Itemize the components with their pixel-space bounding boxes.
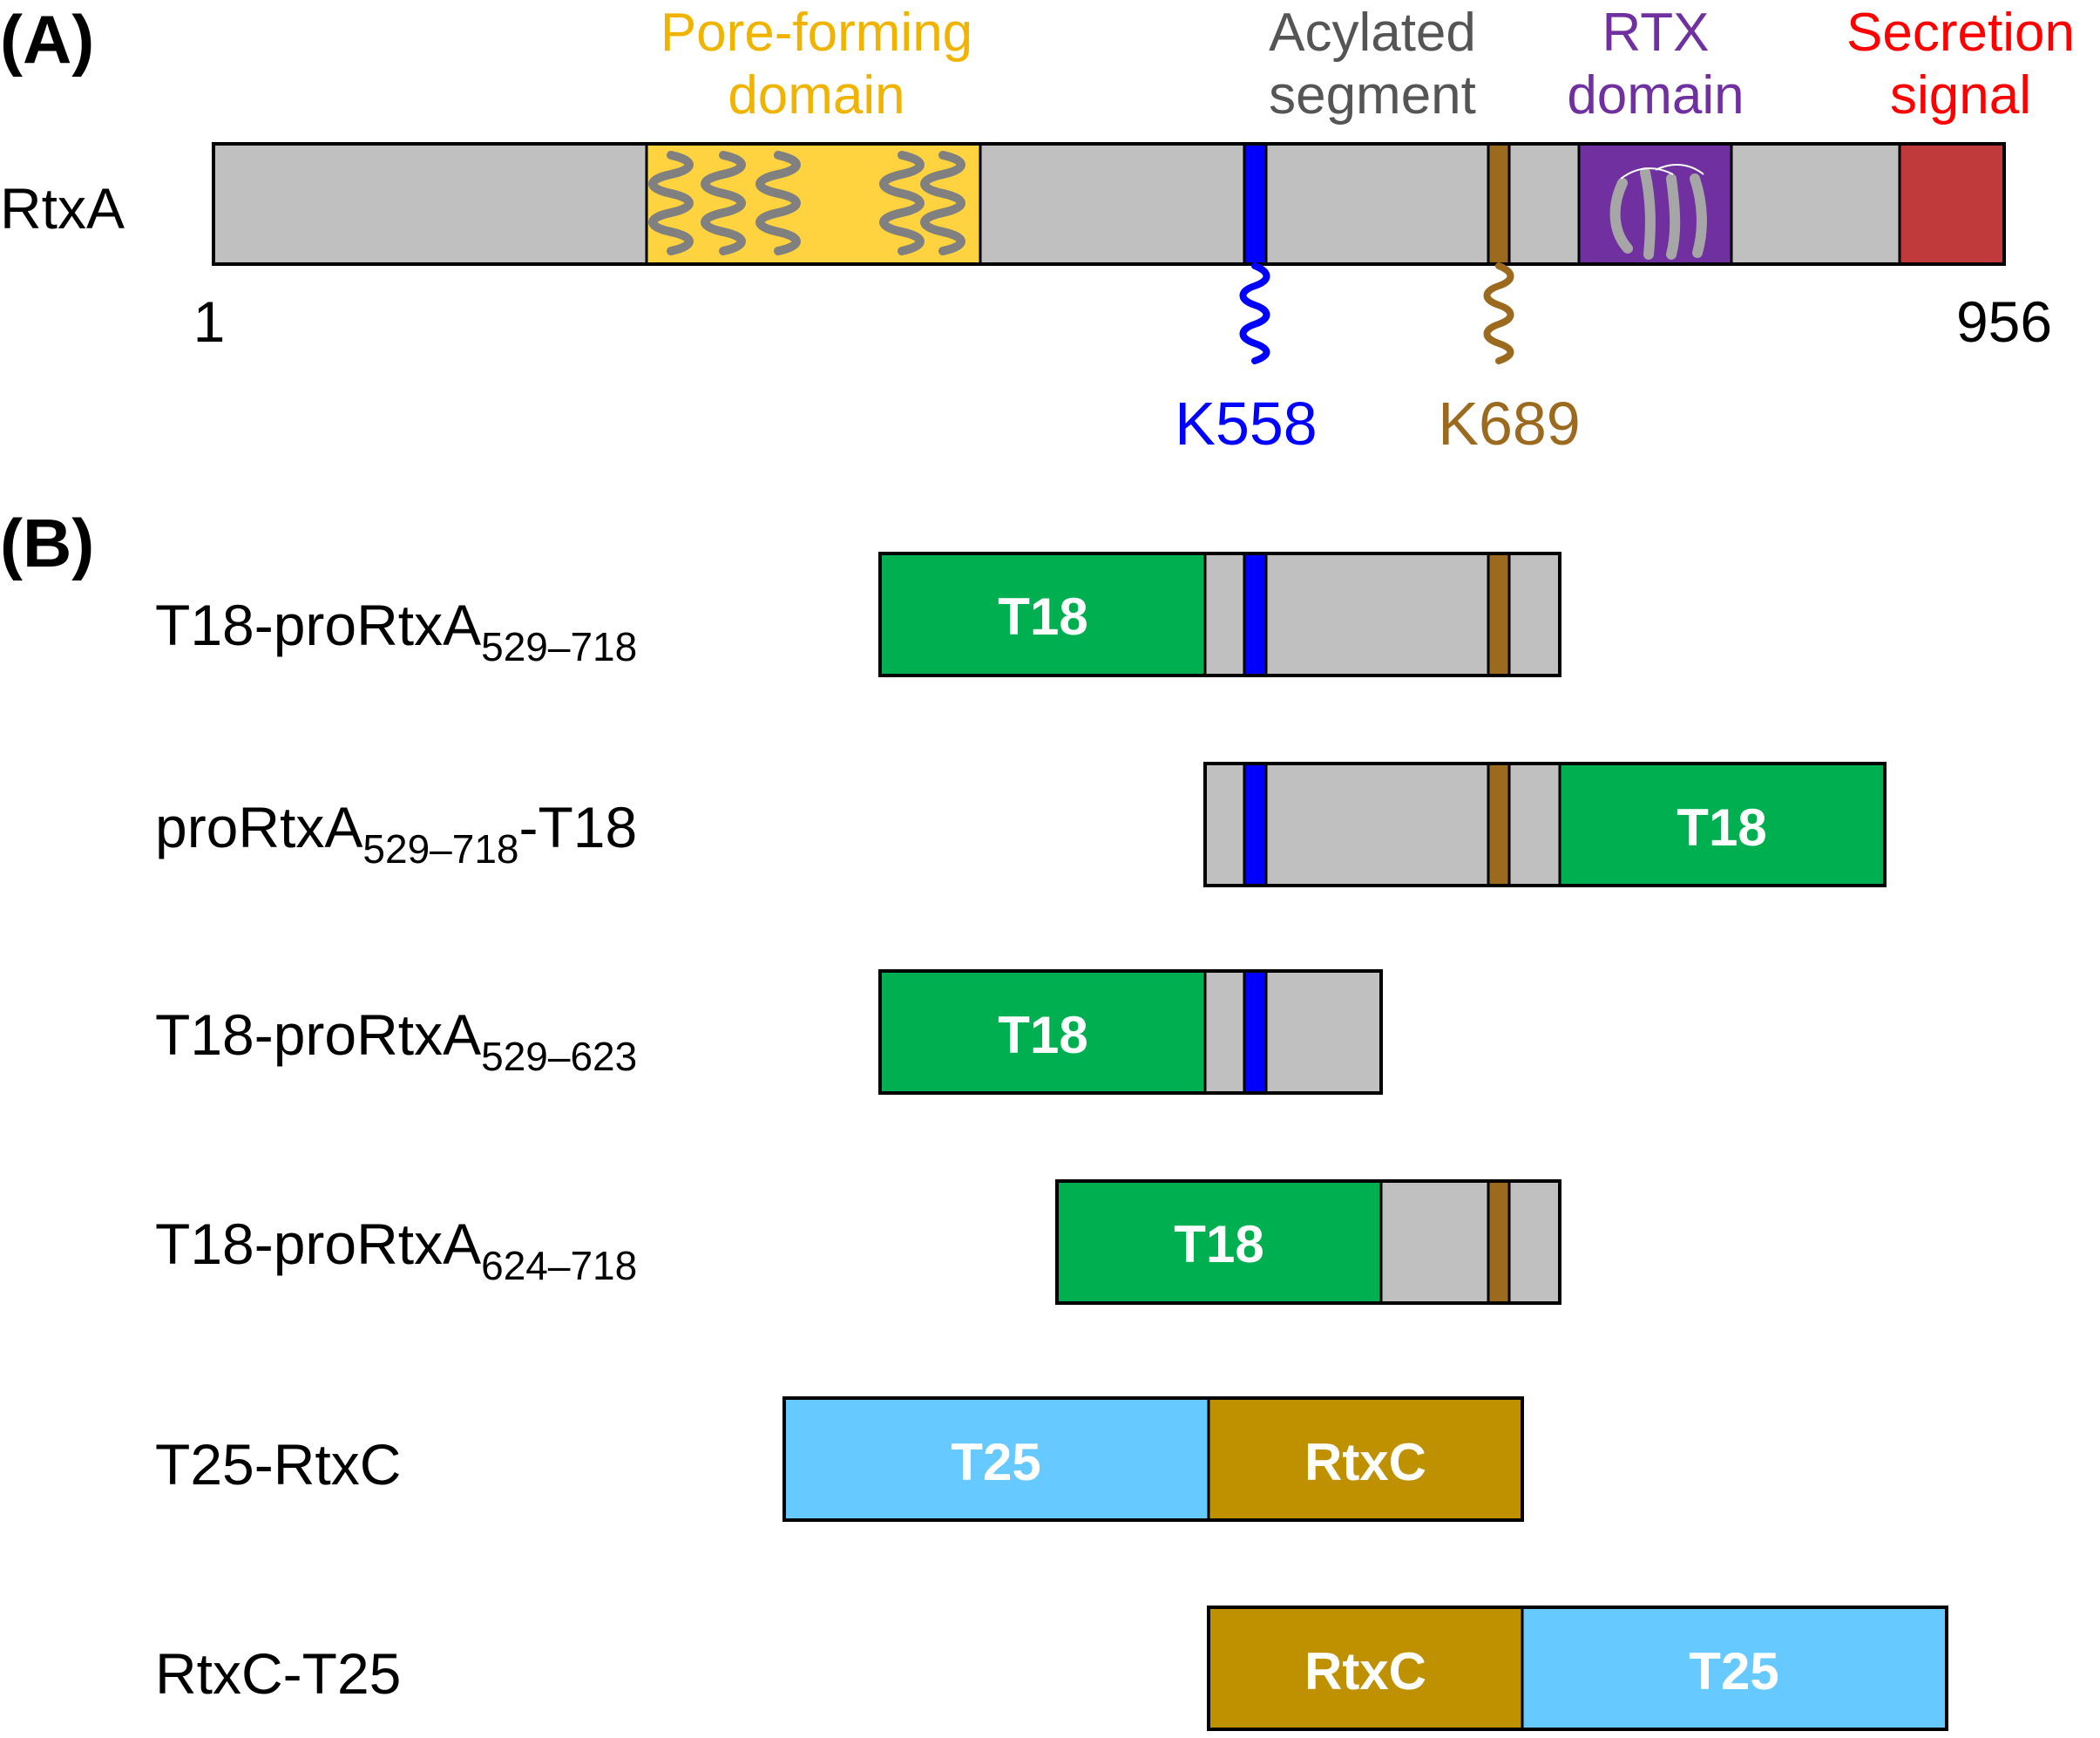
k689-acyl-chain: [1483, 262, 1514, 364]
k689-site-band: [1487, 142, 1511, 266]
k558-site-band: [1243, 142, 1268, 266]
rtxa-bar: [212, 142, 2006, 266]
secretion-caption-line2: signal: [1890, 65, 2031, 126]
k558-acyl-chain: [1239, 262, 1270, 364]
rtx-caption-line1: RTX: [1602, 3, 1710, 63]
t25-tag-label: T25: [1689, 1642, 1778, 1701]
pore-forming-caption-line2: domain: [728, 65, 904, 126]
construct-prortxa-529-718-t18: proRtxA529–718-T18 T18: [155, 762, 1887, 887]
construct-label: RtxC-T25: [155, 1641, 401, 1706]
k689-label: K689: [1438, 390, 1580, 458]
construct-t18-prortxa-529-718: T18-proRtxA529–718 T18: [155, 552, 1561, 677]
rtxc-block-label: RtxC: [1304, 1433, 1426, 1491]
helix-icons: [648, 151, 965, 255]
t18-tag-label: T18: [1677, 798, 1766, 857]
construct-rtxc-t25: RtxC-T25 RtxC T25: [155, 1606, 1948, 1731]
rtx-caption-line2: domain: [1567, 65, 1744, 126]
t18-tag-label: T18: [998, 587, 1087, 646]
construct-t18-prortxa-529-623: T18-proRtxA529–623 T18: [155, 969, 1383, 1095]
k689-site-band: [1487, 1179, 1511, 1305]
start-residue: 1: [193, 289, 226, 354]
t25-tag: [782, 1396, 1210, 1522]
construct-t18-prortxa-624-718: T18-proRtxA624–718 T18: [155, 1179, 1561, 1305]
t18-tag-label: T18: [1174, 1215, 1263, 1273]
panel-a-label: (A): [0, 1, 94, 78]
k689-site-band: [1487, 762, 1511, 887]
construct-label: T18-proRtxA529–718: [155, 593, 637, 669]
rtx-domain: [1577, 142, 1733, 266]
secretion-signal: [1898, 142, 2006, 266]
t18-tag-label: T18: [998, 1006, 1087, 1064]
end-residue: 956: [1956, 289, 2052, 354]
rtxa-backbone: [213, 144, 2004, 264]
helix-icon: [920, 151, 965, 255]
k558-label: K558: [1175, 390, 1317, 458]
t18-tag: [878, 969, 1207, 1095]
k558-site-band: [1243, 762, 1268, 887]
rtxc-block: [1207, 1396, 1524, 1522]
construct-t25-rtxc: T25-RtxC T25 RtxC: [155, 1396, 1524, 1522]
helix-icon: [879, 151, 925, 255]
rtxc-block-label: RtxC: [1304, 1642, 1426, 1701]
helix-icon: [755, 151, 801, 255]
k558-site-band: [1243, 552, 1268, 677]
helix-icon: [701, 151, 746, 255]
t25-tag-label: T25: [951, 1433, 1040, 1491]
helix-icon: [648, 151, 694, 255]
acylated-caption-line2: segment: [1269, 65, 1476, 126]
pore-forming-domain: [645, 142, 982, 266]
beta-roll-icon: [1609, 167, 1707, 260]
construct-label: T25-RtxC: [155, 1432, 401, 1497]
construct-label: T18-proRtxA529–623: [155, 1002, 637, 1079]
k558-site-band: [1243, 969, 1268, 1095]
secretion-caption-line1: Secretion: [1846, 3, 2075, 63]
construct-label: T18-proRtxA624–718: [155, 1212, 637, 1288]
rtxc-block: [1207, 1606, 1524, 1731]
k689-site-band: [1487, 552, 1511, 677]
construct-label: proRtxA529–718-T18: [155, 795, 637, 872]
t25-tag: [1521, 1606, 1948, 1731]
protein-name: RtxA: [0, 176, 125, 241]
panel-b-label: (B): [0, 505, 94, 581]
t18-tag: [1055, 1179, 1383, 1305]
acylated-caption-line1: Acylated: [1269, 3, 1476, 63]
pore-forming-caption-line1: Pore-forming: [660, 3, 972, 63]
